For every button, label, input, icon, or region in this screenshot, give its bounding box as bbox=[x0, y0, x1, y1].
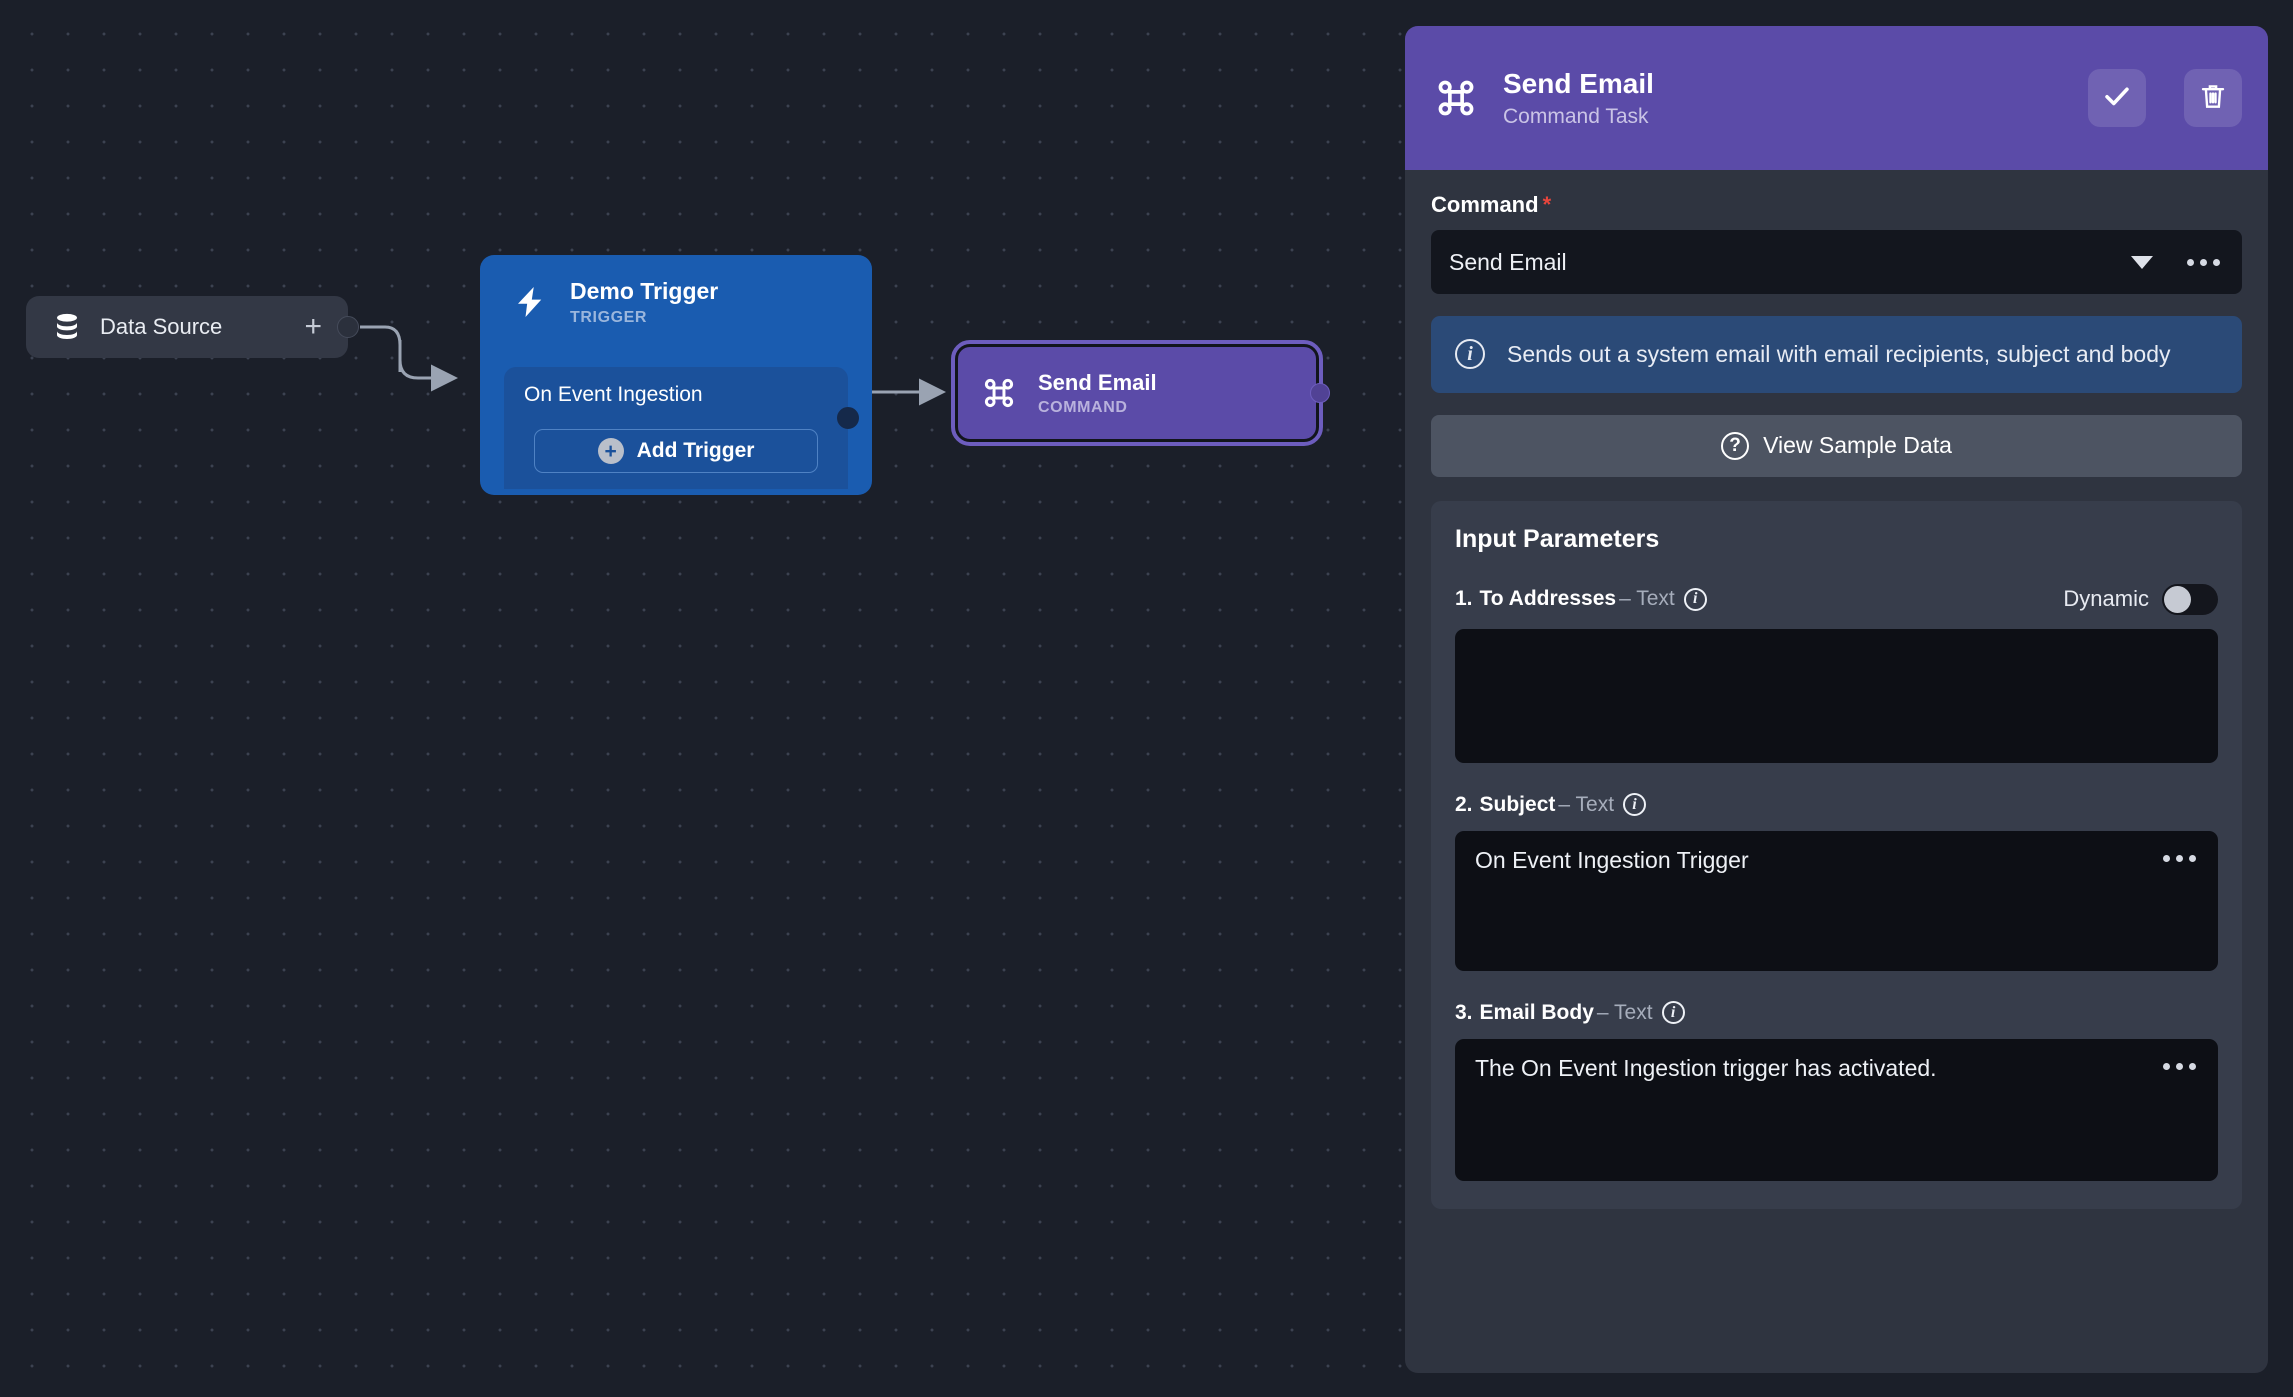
demo-trigger-body: On Event Ingestion + Add Trigger bbox=[504, 367, 859, 489]
parameter-email-body: 3. Email Body – Text i The On Event Inge… bbox=[1455, 1001, 2218, 1181]
confirm-button[interactable] bbox=[2088, 69, 2146, 127]
email-body-input[interactable]: The On Event Ingestion trigger has activ… bbox=[1455, 1038, 2218, 1181]
command-description-text: Sends out a system email with email reci… bbox=[1507, 341, 2171, 367]
node-data-source[interactable]: Data Source + bbox=[26, 296, 359, 358]
demo-trigger-title: Demo Trigger bbox=[570, 278, 719, 304]
parameter-type: – Text bbox=[1596, 1000, 1653, 1024]
command-field-label: Command* bbox=[1431, 192, 2242, 218]
parameter-index: 3. bbox=[1455, 1000, 1473, 1024]
ellipsis-icon[interactable] bbox=[2187, 258, 2220, 266]
chevron-down-icon[interactable] bbox=[2131, 255, 2153, 269]
node-demo-trigger[interactable]: Demo Trigger TRIGGER On Event Ingestion … bbox=[480, 255, 872, 495]
subject-input[interactable]: On Event Ingestion Trigger bbox=[1455, 830, 2218, 971]
trigger-output-port[interactable] bbox=[837, 407, 859, 429]
to-addresses-input[interactable] bbox=[1455, 628, 2218, 763]
command-select[interactable]: Send Email bbox=[1431, 230, 2242, 294]
toggle-knob bbox=[2164, 585, 2191, 613]
parameter-name: To Addresses bbox=[1479, 587, 1617, 611]
command-label-text: Command bbox=[1431, 192, 1539, 217]
info-icon: i bbox=[1455, 339, 1485, 370]
input-parameters-card: Input Parameters 1. To Addresses – Text … bbox=[1431, 500, 2242, 1209]
parameter-header: 3. Email Body – Text i bbox=[1455, 1001, 2218, 1025]
check-icon bbox=[2102, 81, 2132, 116]
node-send-email-command[interactable]: Send Email COMMAND bbox=[951, 340, 1330, 446]
add-data-source-button[interactable]: + bbox=[304, 310, 322, 343]
panel-subtitle: Command Task bbox=[1503, 104, 1649, 128]
email-body-value: The On Event Ingestion trigger has activ… bbox=[1475, 1054, 1937, 1081]
info-icon[interactable]: i bbox=[1623, 793, 1647, 817]
add-trigger-button[interactable]: + Add Trigger bbox=[534, 429, 818, 473]
dynamic-label: Dynamic bbox=[2063, 586, 2149, 612]
command-select-value: Send Email bbox=[1449, 248, 1567, 275]
event-label: On Event Ingestion bbox=[524, 383, 703, 406]
demo-trigger-subtitle: TRIGGER bbox=[570, 308, 648, 326]
parameter-to-addresses: 1. To Addresses – Text i Dynamic bbox=[1455, 583, 2218, 763]
data-source-output-port[interactable] bbox=[337, 316, 359, 338]
parameter-header: 1. To Addresses – Text i Dynamic bbox=[1455, 583, 2218, 615]
parameter-type: – Text bbox=[1558, 792, 1615, 816]
command-output-port[interactable] bbox=[1310, 383, 1330, 403]
command-node-subtitle: COMMAND bbox=[1038, 399, 1128, 417]
delete-button[interactable] bbox=[2184, 69, 2242, 127]
command-icon bbox=[1435, 77, 1477, 119]
demo-trigger-header: Demo Trigger TRIGGER bbox=[504, 277, 848, 327]
info-icon[interactable]: i bbox=[1683, 587, 1707, 611]
dynamic-toggle[interactable] bbox=[2162, 583, 2218, 615]
parameter-header: 2. Subject – Text i bbox=[1455, 793, 2218, 817]
data-source-label: Data Source bbox=[100, 314, 223, 339]
database-icon bbox=[52, 312, 82, 342]
command-node-title: Send Email bbox=[1038, 369, 1157, 395]
dynamic-toggle-group[interactable]: Dynamic bbox=[2063, 583, 2218, 615]
view-sample-data-button[interactable]: ? View Sample Data bbox=[1431, 414, 2242, 477]
info-icon[interactable]: i bbox=[1661, 1001, 1685, 1025]
event-row: On Event Ingestion bbox=[524, 383, 828, 407]
lightning-bolt-icon bbox=[512, 282, 548, 322]
command-description-banner: i Sends out a system email with email re… bbox=[1431, 316, 2242, 393]
parameter-name: Subject bbox=[1479, 792, 1556, 816]
ellipsis-icon[interactable] bbox=[2163, 854, 2196, 862]
add-trigger-label: Add Trigger bbox=[636, 439, 755, 462]
parameter-subject: 2. Subject – Text i On Event Ingestion T… bbox=[1455, 793, 2218, 971]
parameter-index: 1. bbox=[1455, 587, 1473, 611]
question-circle-icon: ? bbox=[1721, 431, 1750, 460]
plus-circle-icon: + bbox=[597, 438, 624, 464]
view-sample-data-label: View Sample Data bbox=[1763, 432, 1952, 459]
parameter-index: 2. bbox=[1455, 792, 1473, 816]
ellipsis-icon[interactable] bbox=[2163, 1062, 2196, 1070]
panel-body: Command* Send Email i Sends out a system… bbox=[1405, 170, 2268, 1209]
parameter-type: – Text bbox=[1619, 587, 1675, 611]
trash-icon bbox=[2198, 81, 2228, 116]
parameter-name: Email Body bbox=[1479, 1000, 1594, 1024]
panel-header: Send Email Command Task bbox=[1405, 26, 2268, 170]
required-marker: * bbox=[1542, 192, 1552, 217]
subject-value: On Event Ingestion Trigger bbox=[1475, 846, 1749, 873]
command-icon bbox=[982, 376, 1016, 410]
panel-title: Send Email bbox=[1503, 68, 1654, 100]
input-parameters-title: Input Parameters bbox=[1455, 524, 1660, 553]
command-task-panel: Send Email Command Task Command* Send Em… bbox=[1405, 26, 2268, 1373]
